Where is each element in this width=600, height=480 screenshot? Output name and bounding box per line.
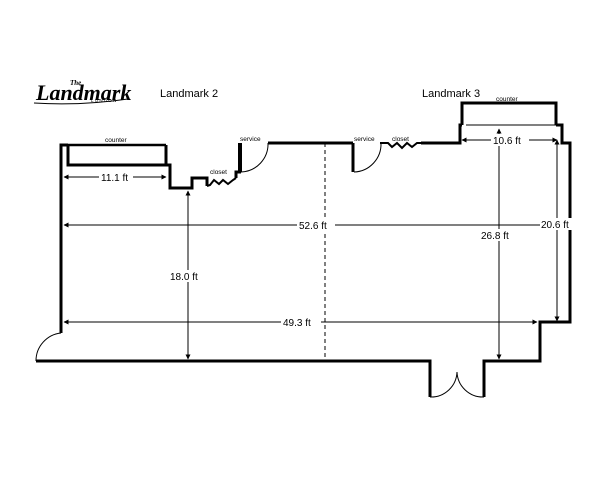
wall-left [59, 143, 68, 333]
logo-swash [33, 98, 129, 105]
room-title-landmark-2: Landmark 2 [160, 88, 218, 100]
service-left-label: service [240, 136, 261, 143]
closet-right-wall [380, 141, 421, 150]
dim-label-18-0: 18.0 ft [170, 272, 198, 283]
wall-bottom [66, 359, 432, 397]
wall-right [556, 123, 572, 324]
dimension-labels: 11.1 ft 10.6 ft 52.6 ft 20.6 ft 26.8 ft … [99, 134, 574, 329]
dim-label-52-6: 52.6 ft [299, 221, 327, 232]
logo-city: LONDON [91, 98, 117, 103]
counter-right-label: counter [496, 96, 519, 103]
counter-alcove-left [66, 145, 168, 167]
wall-top-notch [166, 163, 209, 190]
wall-bottom-right [482, 320, 557, 397]
room-title-landmark-3: Landmark 3 [422, 88, 480, 100]
landmark-logo: The Landmark LONDON [33, 79, 131, 105]
counter-alcove-right [460, 101, 558, 125]
wall-top-right [421, 123, 462, 145]
closet-left-label: closet [210, 169, 227, 176]
dim-label-10-6: 10.6 ft [493, 136, 521, 147]
dim-label-20-6: 20.6 ft [541, 220, 569, 231]
dim-label-11-1: 11.1 ft [101, 173, 128, 184]
service-right-label: service [354, 136, 375, 143]
service-right-door-swing [353, 142, 382, 173]
closet-left-wall [206, 177, 237, 187]
dim-label-26-8: 26.8 ft [481, 231, 509, 242]
entry-left-door-swing [35, 332, 62, 362]
doors [35, 142, 485, 398]
counter-left-label: counter [105, 137, 128, 144]
entry-bottom-door-swing-left [429, 371, 458, 398]
dim-label-49-3: 49.3 ft [283, 318, 311, 329]
service-left-door-swing [240, 142, 269, 173]
entry-bottom-door-swing-right [456, 371, 485, 398]
closet-right-label: closet [392, 136, 409, 143]
walls [36, 101, 572, 397]
logo-the: The [70, 79, 81, 87]
wall-closet-edge [234, 170, 241, 178]
